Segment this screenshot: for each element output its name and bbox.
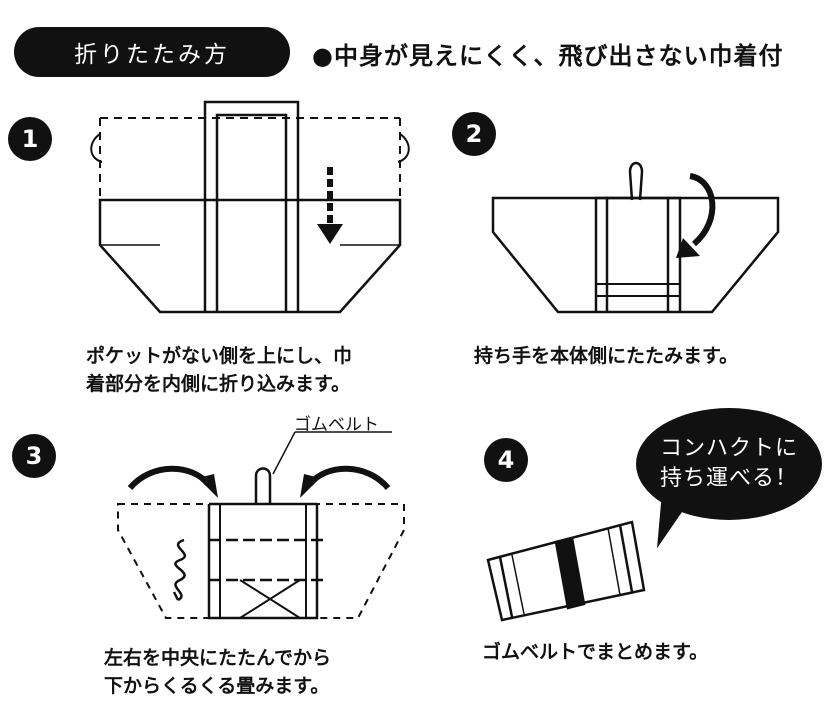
step-2-caption-line-1: 持ち手を本体側にたたみます。 [474, 345, 739, 367]
step4-rolled-bag [486, 520, 646, 622]
step-4-caption-line-1: ゴムベルトでまとめます。 [482, 641, 709, 663]
step-3-caption: 左右を中央にたたんでから 下からくるくる畳みます。 [104, 644, 331, 700]
step-2-caption: 持ち手を本体側にたたみます。 [474, 342, 738, 370]
step2-fold-arrow [676, 173, 716, 258]
step-1-caption: ポケットがない側を上にし、巾 着部分を内側に折り込みます。 [86, 342, 352, 398]
step3-left-arrow [127, 465, 218, 498]
speech-bubble-line-2: 持ち運べる！ [659, 466, 798, 491]
subtitle: ●中身が見えにくく、飛び出さない巾着付 [312, 42, 784, 70]
step1-down-arrow [317, 167, 343, 244]
title-text: 折りたたみ方 [74, 42, 230, 68]
speech-bubble-line-1: コンハクトに [659, 436, 798, 461]
step-4-number: 4 [484, 438, 528, 482]
rubber-band-label: ゴムベルト [294, 415, 379, 435]
step-1-caption-line-1: ポケットがない側を上にし、巾 [86, 345, 353, 367]
step-3-caption-line-1: 左右を中央にたたんでから [104, 647, 332, 669]
step-1-number: 1 [8, 117, 52, 161]
title-badge: 折りたたみ方 [14, 27, 290, 77]
step-2-number: 2 [452, 112, 496, 156]
speech-bubble: コンハクトに 持ち運べる！ [636, 408, 822, 520]
step3-right-arrow [300, 465, 391, 498]
step-3-caption-line-2: 下からくるくる畳みます。 [104, 675, 330, 697]
step-3-number: 3 [12, 434, 56, 478]
step-4-caption: ゴムベルトでまとめます。 [482, 638, 708, 666]
step3-bag-illustration [117, 431, 405, 620]
step2-bag-illustration [491, 161, 780, 314]
step-1-caption-line-2: 着部分を内側に折り込みます。 [86, 373, 351, 395]
step1-bag-illustration [90, 100, 410, 314]
